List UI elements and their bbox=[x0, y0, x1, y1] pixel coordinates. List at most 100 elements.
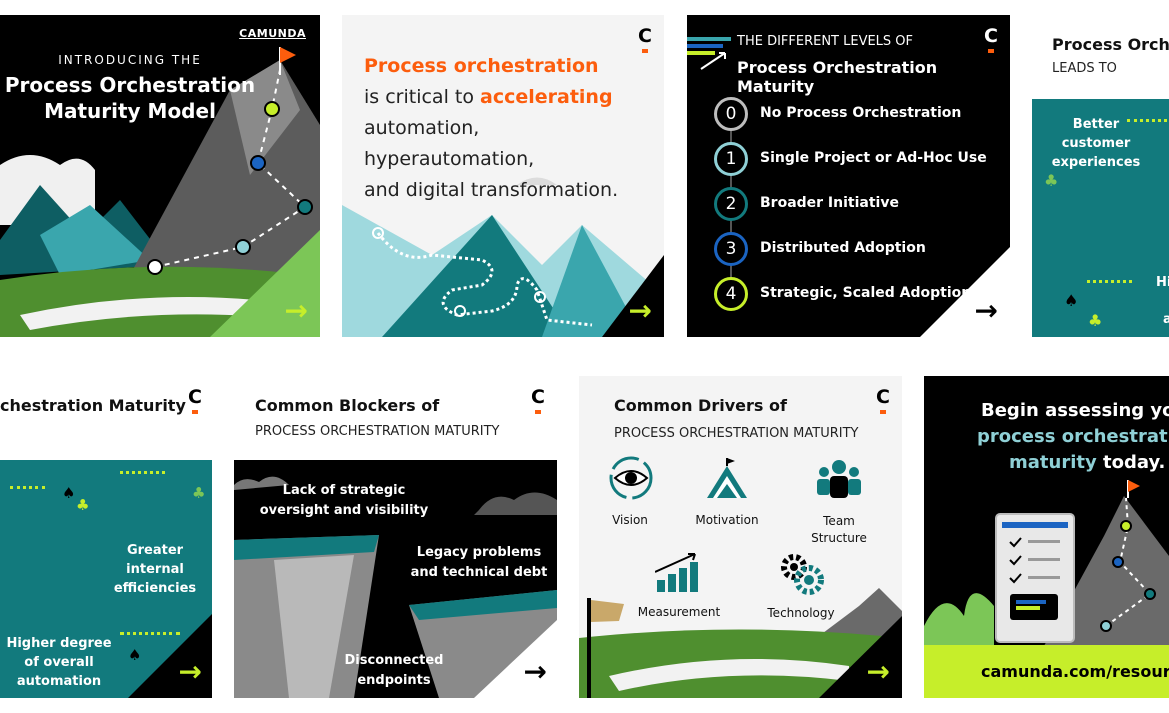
level-number-badge: 2 bbox=[714, 187, 748, 221]
teal-panel bbox=[1032, 99, 1169, 337]
driver-label-line: Structure bbox=[811, 531, 867, 545]
cta-line1: Begin assessing yo bbox=[981, 400, 1169, 421]
cliff-gap-illustration bbox=[234, 460, 557, 698]
blocker-line: Lack of strategic bbox=[282, 483, 406, 498]
cta-line2: process orchestrati bbox=[977, 426, 1169, 447]
cta-url-bar[interactable]: camunda.com/resourc bbox=[924, 645, 1169, 698]
carousel-card-drivers[interactable]: Common Drivers of PROCESS ORCHESTRATION … bbox=[579, 376, 902, 698]
blocker-line: oversight and visibility bbox=[259, 503, 429, 518]
camunda-logo-icon: C bbox=[876, 386, 890, 414]
carousel-card-blockers[interactable]: Common Blockers of PROCESS ORCHESTRATION… bbox=[234, 376, 557, 698]
highlight-accelerating: accelerating bbox=[480, 86, 613, 108]
dotted-lime-decor bbox=[120, 471, 165, 474]
benefit-higher-automation: Higher degree of overall automation bbox=[4, 634, 114, 691]
blocker-legacy: Legacy problems and technical debt bbox=[404, 543, 554, 583]
benefit-line: experiences bbox=[1051, 155, 1141, 170]
maturity-level-item: 4 Strategic, Scaled Adoption bbox=[714, 277, 1004, 311]
text-is-critical: is critical to bbox=[364, 86, 474, 108]
carousel-card-benefits-left[interactable]: Process Orche LEADS TO Better customer e… bbox=[1032, 15, 1169, 337]
tree-icon: ♠ bbox=[128, 646, 142, 664]
level-label: Distributed Adoption bbox=[760, 240, 926, 256]
technology-gears-icon bbox=[781, 554, 824, 595]
tree-icon: ♣ bbox=[76, 496, 90, 514]
camunda-logo-icon: C bbox=[638, 25, 652, 53]
benefit-line: automation bbox=[16, 674, 102, 689]
text-digital-transformation: digital transformation. bbox=[405, 179, 619, 201]
benefit-greater-efficiencies: Greater internal efficiencies bbox=[100, 541, 210, 598]
driver-label-team-structure: Team Structure bbox=[799, 513, 879, 547]
benefit-line: Greater bbox=[126, 543, 184, 558]
card-title: Common Blockers of bbox=[255, 396, 440, 415]
card-title: Process Orchestration Maturity bbox=[737, 58, 938, 96]
level-number-badge: 1 bbox=[714, 142, 748, 176]
benefit-partial: Hi bbox=[1156, 275, 1169, 290]
level-label: Strategic, Scaled Adoption bbox=[760, 285, 972, 301]
maturity-level-item: 1 Single Project or Ad-Hoc Use bbox=[714, 142, 1004, 176]
driver-label-vision: Vision bbox=[612, 513, 648, 527]
maturity-level-item: 0 No Process Orchestration bbox=[714, 97, 1004, 131]
tree-icon: ♠ bbox=[1064, 291, 1079, 310]
speed-lines-icon bbox=[687, 37, 731, 70]
tree-icon: ♣ bbox=[1044, 171, 1059, 190]
driver-label-measurement: Measurement bbox=[637, 605, 721, 619]
carousel-card-levels[interactable]: C THE DIFFERENT LEVELS OF Process Orches… bbox=[687, 15, 1010, 337]
blocker-line: Legacy problems bbox=[416, 545, 542, 560]
measurement-chart-icon bbox=[655, 553, 698, 592]
dotted-lime-decor bbox=[1087, 280, 1132, 283]
level-number-badge: 3 bbox=[714, 232, 748, 266]
corner-cut bbox=[920, 247, 1010, 337]
level-label: Single Project or Ad-Hoc Use bbox=[760, 150, 987, 166]
benefit-line: efficiencies bbox=[113, 581, 197, 596]
maturity-level-item: 2 Broader Initiative bbox=[714, 187, 1004, 221]
blocker-line: endpoints bbox=[357, 673, 431, 688]
next-arrow-icon[interactable]: → bbox=[628, 294, 652, 327]
carousel-card-importance[interactable]: C Process orchestration is critical to a… bbox=[342, 15, 664, 337]
cta-maturity: maturity bbox=[1009, 452, 1097, 473]
mountain-path-illustration bbox=[342, 177, 664, 337]
next-arrow-icon[interactable]: → bbox=[284, 294, 308, 327]
carousel-card-intro[interactable]: CAMUNDA INTRODUCING THE Process Orchestr… bbox=[0, 15, 320, 337]
level-number-badge: 4 bbox=[714, 277, 748, 311]
card-title-line2: Maturity Model bbox=[44, 99, 216, 123]
driver-label-motivation: Motivation bbox=[695, 513, 759, 527]
next-arrow-icon[interactable]: → bbox=[866, 655, 890, 688]
blocker-line: and technical debt bbox=[410, 565, 548, 580]
carousel-card-benefits-right[interactable]: chestration Maturity C ♠ ♣ ♣ ♠ Greater i… bbox=[0, 376, 212, 698]
corner-cut bbox=[128, 614, 212, 698]
next-arrow-icon[interactable]: → bbox=[178, 655, 202, 688]
level-label: Broader Initiative bbox=[760, 195, 899, 211]
team-structure-icon bbox=[817, 460, 861, 498]
checklist-mountain-illustration bbox=[924, 480, 1169, 646]
card-title: Common Drivers of bbox=[614, 396, 787, 415]
card-kicker: THE DIFFERENT LEVELS OF bbox=[737, 34, 914, 49]
benefit-line: Better bbox=[1072, 117, 1120, 132]
level-label: No Process Orchestration bbox=[760, 105, 962, 121]
card-title-partial: chestration Maturity bbox=[0, 396, 186, 415]
blocker-oversight: Lack of strategic oversight and visibili… bbox=[254, 481, 434, 521]
tree-icon: ♣ bbox=[1088, 311, 1103, 330]
next-arrow-icon[interactable]: → bbox=[523, 655, 547, 688]
camunda-wordmark: CAMUNDA bbox=[239, 27, 306, 40]
benefit-line: of overall bbox=[24, 655, 94, 670]
carousel-card-cta[interactable]: Begin assessing yo process orchestrati m… bbox=[924, 376, 1169, 698]
cta-today: today. bbox=[1103, 452, 1166, 473]
next-arrow-icon[interactable]: → bbox=[974, 294, 998, 327]
highlight-process-orchestration: Process orchestration bbox=[364, 55, 599, 77]
card-subtitle: PROCESS ORCHESTRATION MATURITY bbox=[255, 424, 500, 439]
mountain-landscape-illustration bbox=[0, 47, 320, 337]
camunda-logo-icon: C bbox=[984, 25, 998, 53]
motivation-mountain-icon bbox=[707, 458, 747, 498]
dotted-lime-decor bbox=[10, 486, 45, 489]
meadow-illustration bbox=[579, 588, 902, 698]
level-number-badge: 0 bbox=[714, 97, 748, 131]
camunda-logo-icon: C bbox=[531, 386, 545, 414]
card-subtitle: PROCESS ORCHESTRATION MATURITY bbox=[614, 426, 859, 441]
benefit-line: internal bbox=[126, 562, 184, 577]
tree-icon: ♠ bbox=[62, 484, 76, 502]
benefit-line: Higher degree bbox=[6, 636, 112, 651]
benefit-line: customer bbox=[1061, 136, 1131, 151]
driver-label-technology: Technology bbox=[767, 606, 835, 620]
cta-url[interactable]: camunda.com/resourc bbox=[981, 662, 1169, 681]
blocker-endpoints: Disconnected endpoints bbox=[324, 651, 464, 691]
card-kicker: INTRODUCING THE bbox=[58, 53, 202, 67]
